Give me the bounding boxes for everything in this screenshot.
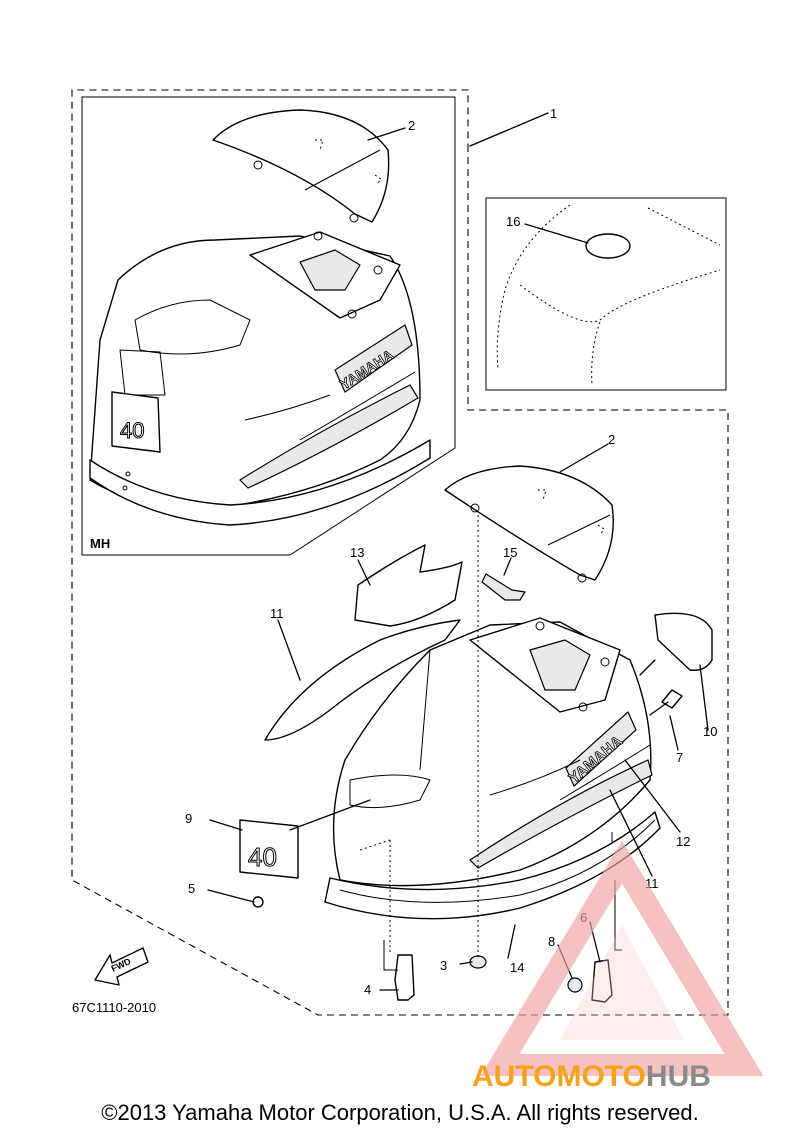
lid-part-2 [444, 465, 614, 583]
bracket-part-4 [383, 940, 415, 1001]
callout-13: 13 [350, 545, 364, 560]
watermark-text-hub: HUB [646, 1060, 711, 1093]
seal-part-14 [324, 811, 661, 920]
inset-model-badge: 40 [120, 418, 144, 443]
mh-label: MH [90, 536, 110, 551]
callout-16: 16 [506, 214, 520, 229]
copyright-notice: ©2013 Yamaha Motor Corporation, U.S.A. A… [101, 1100, 699, 1125]
watermark-logo [480, 840, 764, 1076]
watermark-text-automoto: AUTOMOTO [472, 1060, 646, 1093]
inset-lid-part-2 [212, 109, 390, 223]
part-code: 67C1110-2010 [72, 1000, 156, 1015]
callout-4: 4 [364, 982, 371, 997]
decal-part-13 [354, 544, 463, 627]
callout-12: 12 [676, 834, 690, 849]
part-16-sketch [496, 204, 721, 386]
callout-3: 3 [440, 958, 447, 973]
align-line-badge [359, 839, 391, 851]
seal-part-15 [481, 573, 526, 601]
fwd-arrow-icon: FWD [94, 947, 149, 986]
side-decal-part-11-left [264, 619, 461, 741]
callout-10: 10 [703, 724, 717, 739]
callout-5: 5 [188, 881, 195, 896]
nut-part-8 [567, 977, 583, 993]
watermark-triangle-icon [480, 840, 764, 1076]
callout-14: 14 [510, 960, 524, 975]
grip-part-10 [654, 612, 713, 671]
inset-cowling-body: 40 YAMAHA [89, 231, 431, 526]
callout-8: 8 [548, 934, 555, 949]
part-16-inset-frame [485, 197, 727, 391]
bolt-part-7 [649, 689, 683, 716]
main-cowling-body: YAMAHA [332, 617, 653, 887]
leader-lines [207, 112, 709, 991]
callout-15: 15 [503, 545, 517, 560]
callout-11-left: 11 [270, 606, 284, 621]
callout-7: 7 [676, 750, 683, 765]
badge-part-9: 40 [239, 819, 299, 879]
mh-inset-frame [81, 96, 456, 556]
model-badge: 40 [248, 842, 277, 872]
callout-1: 1 [550, 106, 557, 121]
callout-9: 9 [185, 811, 192, 826]
bracket-part-6 [591, 880, 622, 1003]
callout-2: 2 [608, 432, 615, 447]
callout-2-inset: 2 [408, 118, 415, 133]
watermark-text: AUTOMOTOHUB [472, 1060, 711, 1093]
assembly-boundary [71, 89, 729, 1016]
